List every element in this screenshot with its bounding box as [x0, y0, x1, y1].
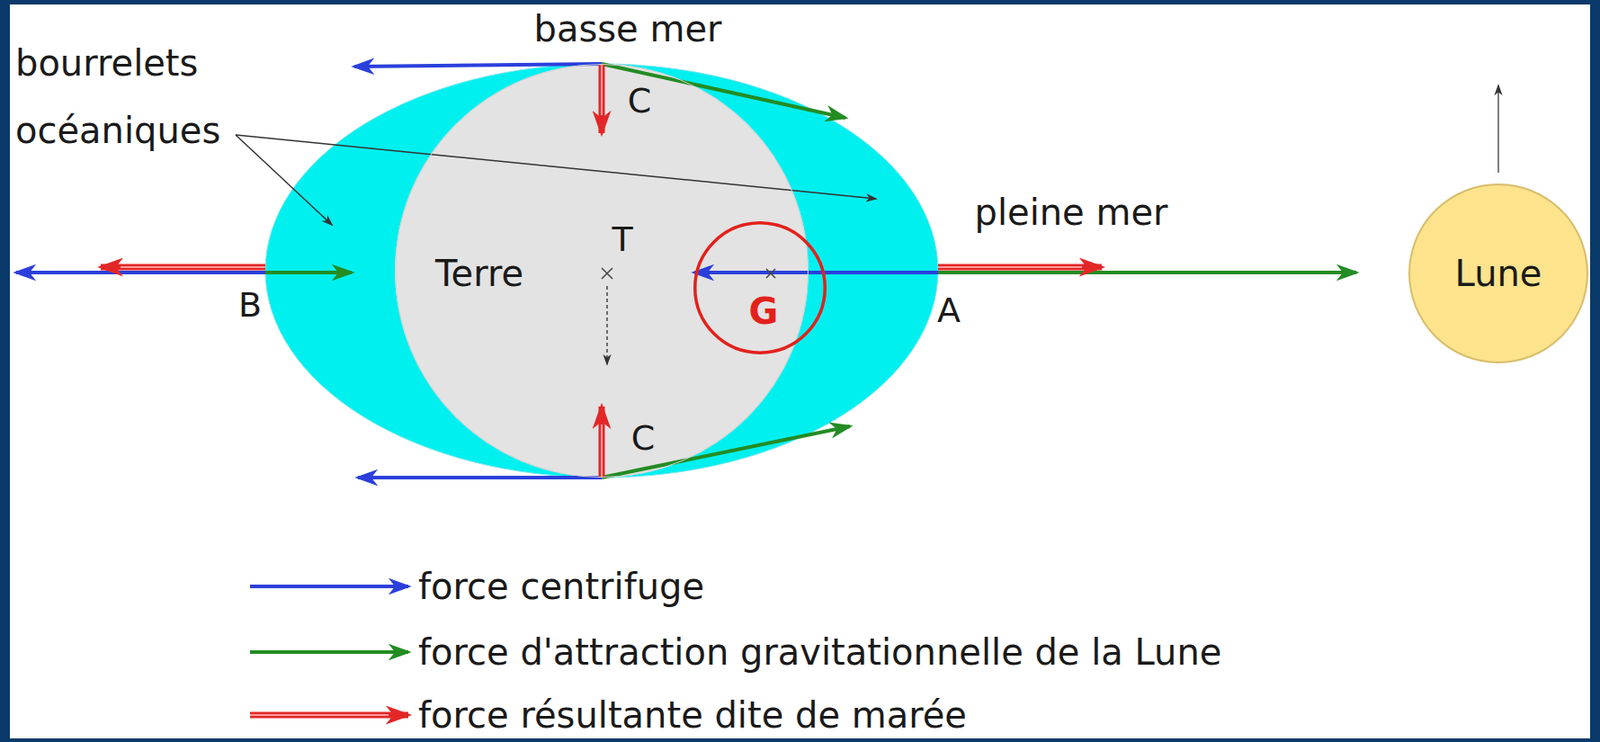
centre-mark — [601, 268, 613, 279]
legend-text: force centrifuge — [418, 565, 705, 608]
legend-text: force d'attraction gravitationnelle de l… — [418, 631, 1222, 673]
leader-line — [235, 134, 332, 225]
point-label: T — [611, 220, 633, 260]
earth-circle — [395, 64, 809, 478]
point-label: C — [627, 81, 653, 122]
earth-circle: Terre — [394, 63, 809, 478]
moon-circle: Lune — [1408, 183, 1589, 364]
centrifugal-arrow — [357, 475, 602, 480]
position-label: pleine mer — [974, 191, 1169, 233]
position-label: basse mer — [534, 8, 723, 50]
tidal-arrow — [598, 63, 606, 134]
annotation-label: bourrelets océaniques — [15, 29, 251, 165]
point-label: C — [631, 419, 656, 459]
tidal-arrow-core — [120, 266, 266, 269]
page-ground — [9, 4, 1591, 739]
gravity-arrow — [938, 270, 1357, 275]
tidal-arrow-core — [600, 63, 603, 116]
gravity-arrow — [265, 270, 352, 275]
legend-arrow — [250, 584, 409, 589]
tidal-arrow — [938, 264, 1102, 271]
centrifugal-arrow — [16, 270, 266, 275]
node-label: G — [749, 290, 779, 332]
legend-arrow-core — [250, 714, 389, 716]
legend-arrow — [250, 712, 409, 719]
node-outline — [693, 221, 827, 355]
tidal-arrow — [100, 264, 266, 271]
node-label: Terre — [435, 252, 524, 295]
legend-text: force résultante dite de marée — [418, 694, 967, 736]
legend-arrow — [250, 650, 409, 654]
moon-circle — [1409, 184, 1588, 363]
point-label: B — [238, 286, 262, 326]
motion-arrow — [1497, 85, 1500, 173]
tidal-arrow-core — [600, 424, 603, 478]
centrifugal-arrow — [694, 270, 939, 275]
point-label: A — [937, 291, 961, 331]
barycentre-circle — [695, 223, 826, 354]
centre-mark — [766, 268, 776, 278]
ocean-bulge — [265, 63, 939, 478]
tidal-arrow-core — [938, 266, 1082, 269]
tidal-arrow — [598, 406, 606, 478]
motion-arrow — [606, 286, 608, 365]
barycentre-circle: G — [693, 221, 827, 355]
node-label: Lune — [1455, 252, 1543, 295]
centrifugal-arrow — [354, 63, 602, 67]
